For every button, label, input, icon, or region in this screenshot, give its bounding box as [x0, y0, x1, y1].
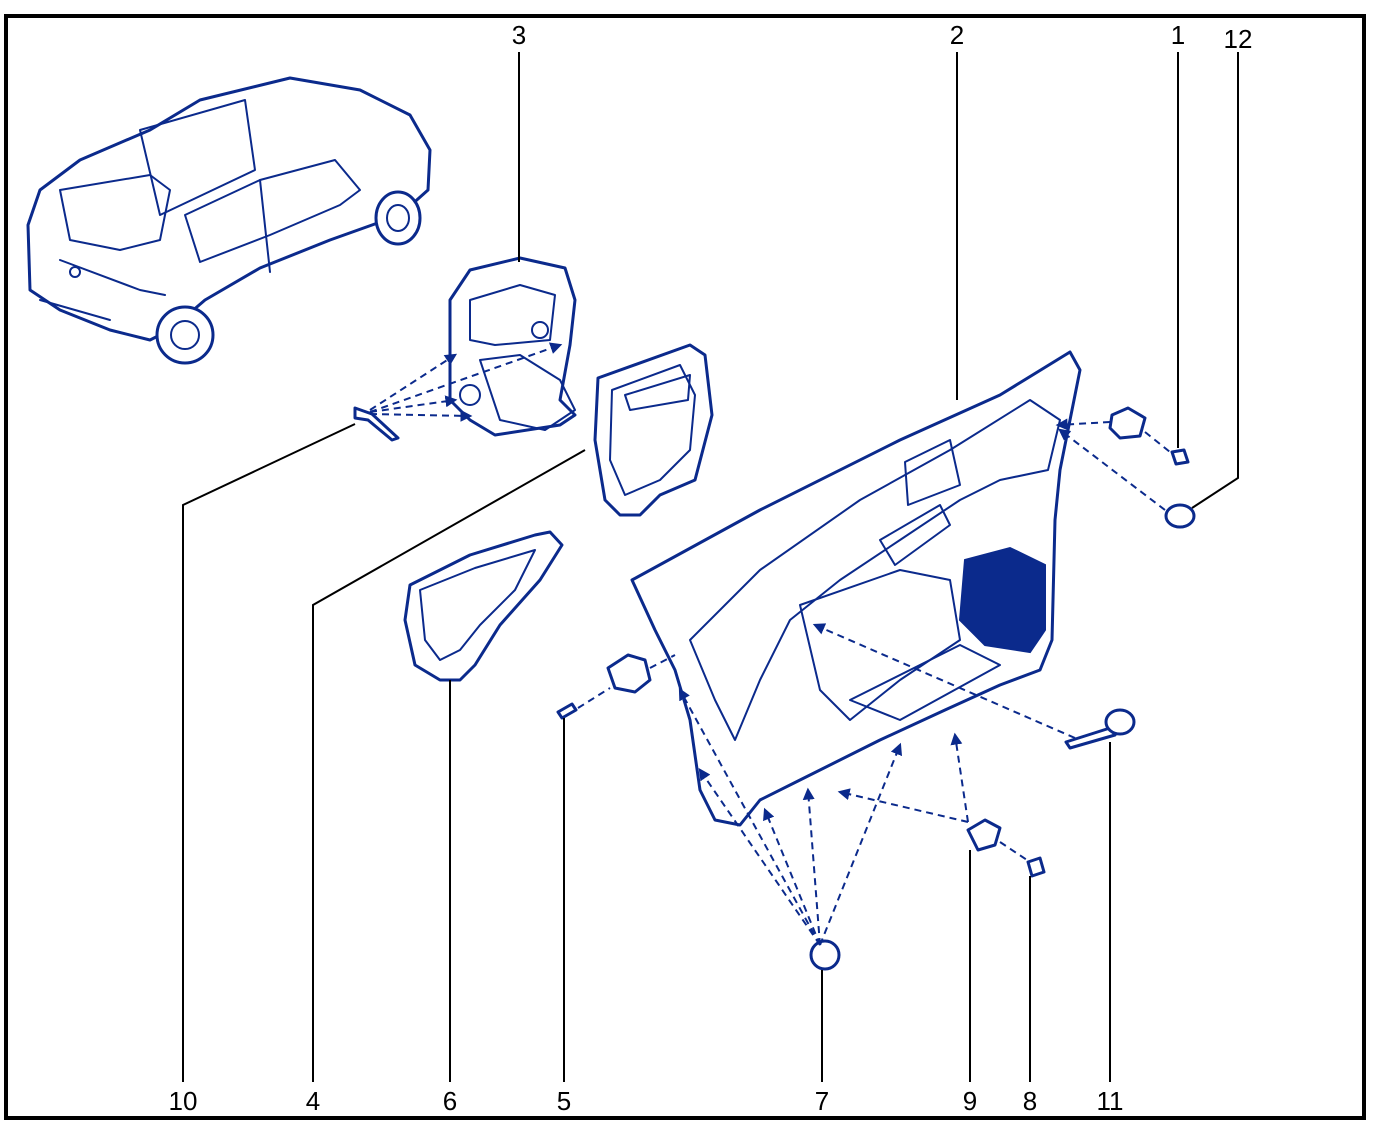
callout-2: 2 [950, 20, 964, 50]
handle-bezel-part-6 [403, 530, 564, 682]
seal-frame-part-4 [593, 343, 714, 517]
clip-part-5 [556, 653, 676, 720]
door-trim-panel-part-2 [630, 350, 1082, 827]
clip-part-1 [1055, 406, 1190, 466]
callout-1: 1 [1171, 20, 1185, 50]
callout-6: 6 [443, 1086, 457, 1116]
callout-11: 11 [1097, 1086, 1124, 1116]
fastener-part-10 [353, 342, 563, 442]
callout-7: 7 [815, 1086, 829, 1116]
callout-9: 9 [963, 1086, 977, 1116]
clip-part-7 [678, 687, 903, 971]
callout-3: 3 [512, 20, 526, 50]
cap-part-11 [812, 623, 1136, 750]
callout-8: 8 [1023, 1086, 1037, 1116]
clip-part-9 [837, 732, 1002, 852]
door-module-part-3 [448, 256, 577, 437]
plug-part-12 [1058, 428, 1196, 529]
screw-part-8 [999, 841, 1046, 878]
leader-lines [182, 52, 1239, 1082]
callout-4: 4 [306, 1086, 320, 1116]
callout-12: 12 [1224, 24, 1253, 54]
callout-10: 10 [169, 1086, 198, 1116]
car-overview-illustration [26, 76, 432, 365]
callout-5: 5 [557, 1086, 571, 1116]
callout-labels: 3 2 1 12 10 4 6 5 7 9 8 11 [169, 20, 1253, 1116]
diagram-frame [4, 14, 1366, 1120]
